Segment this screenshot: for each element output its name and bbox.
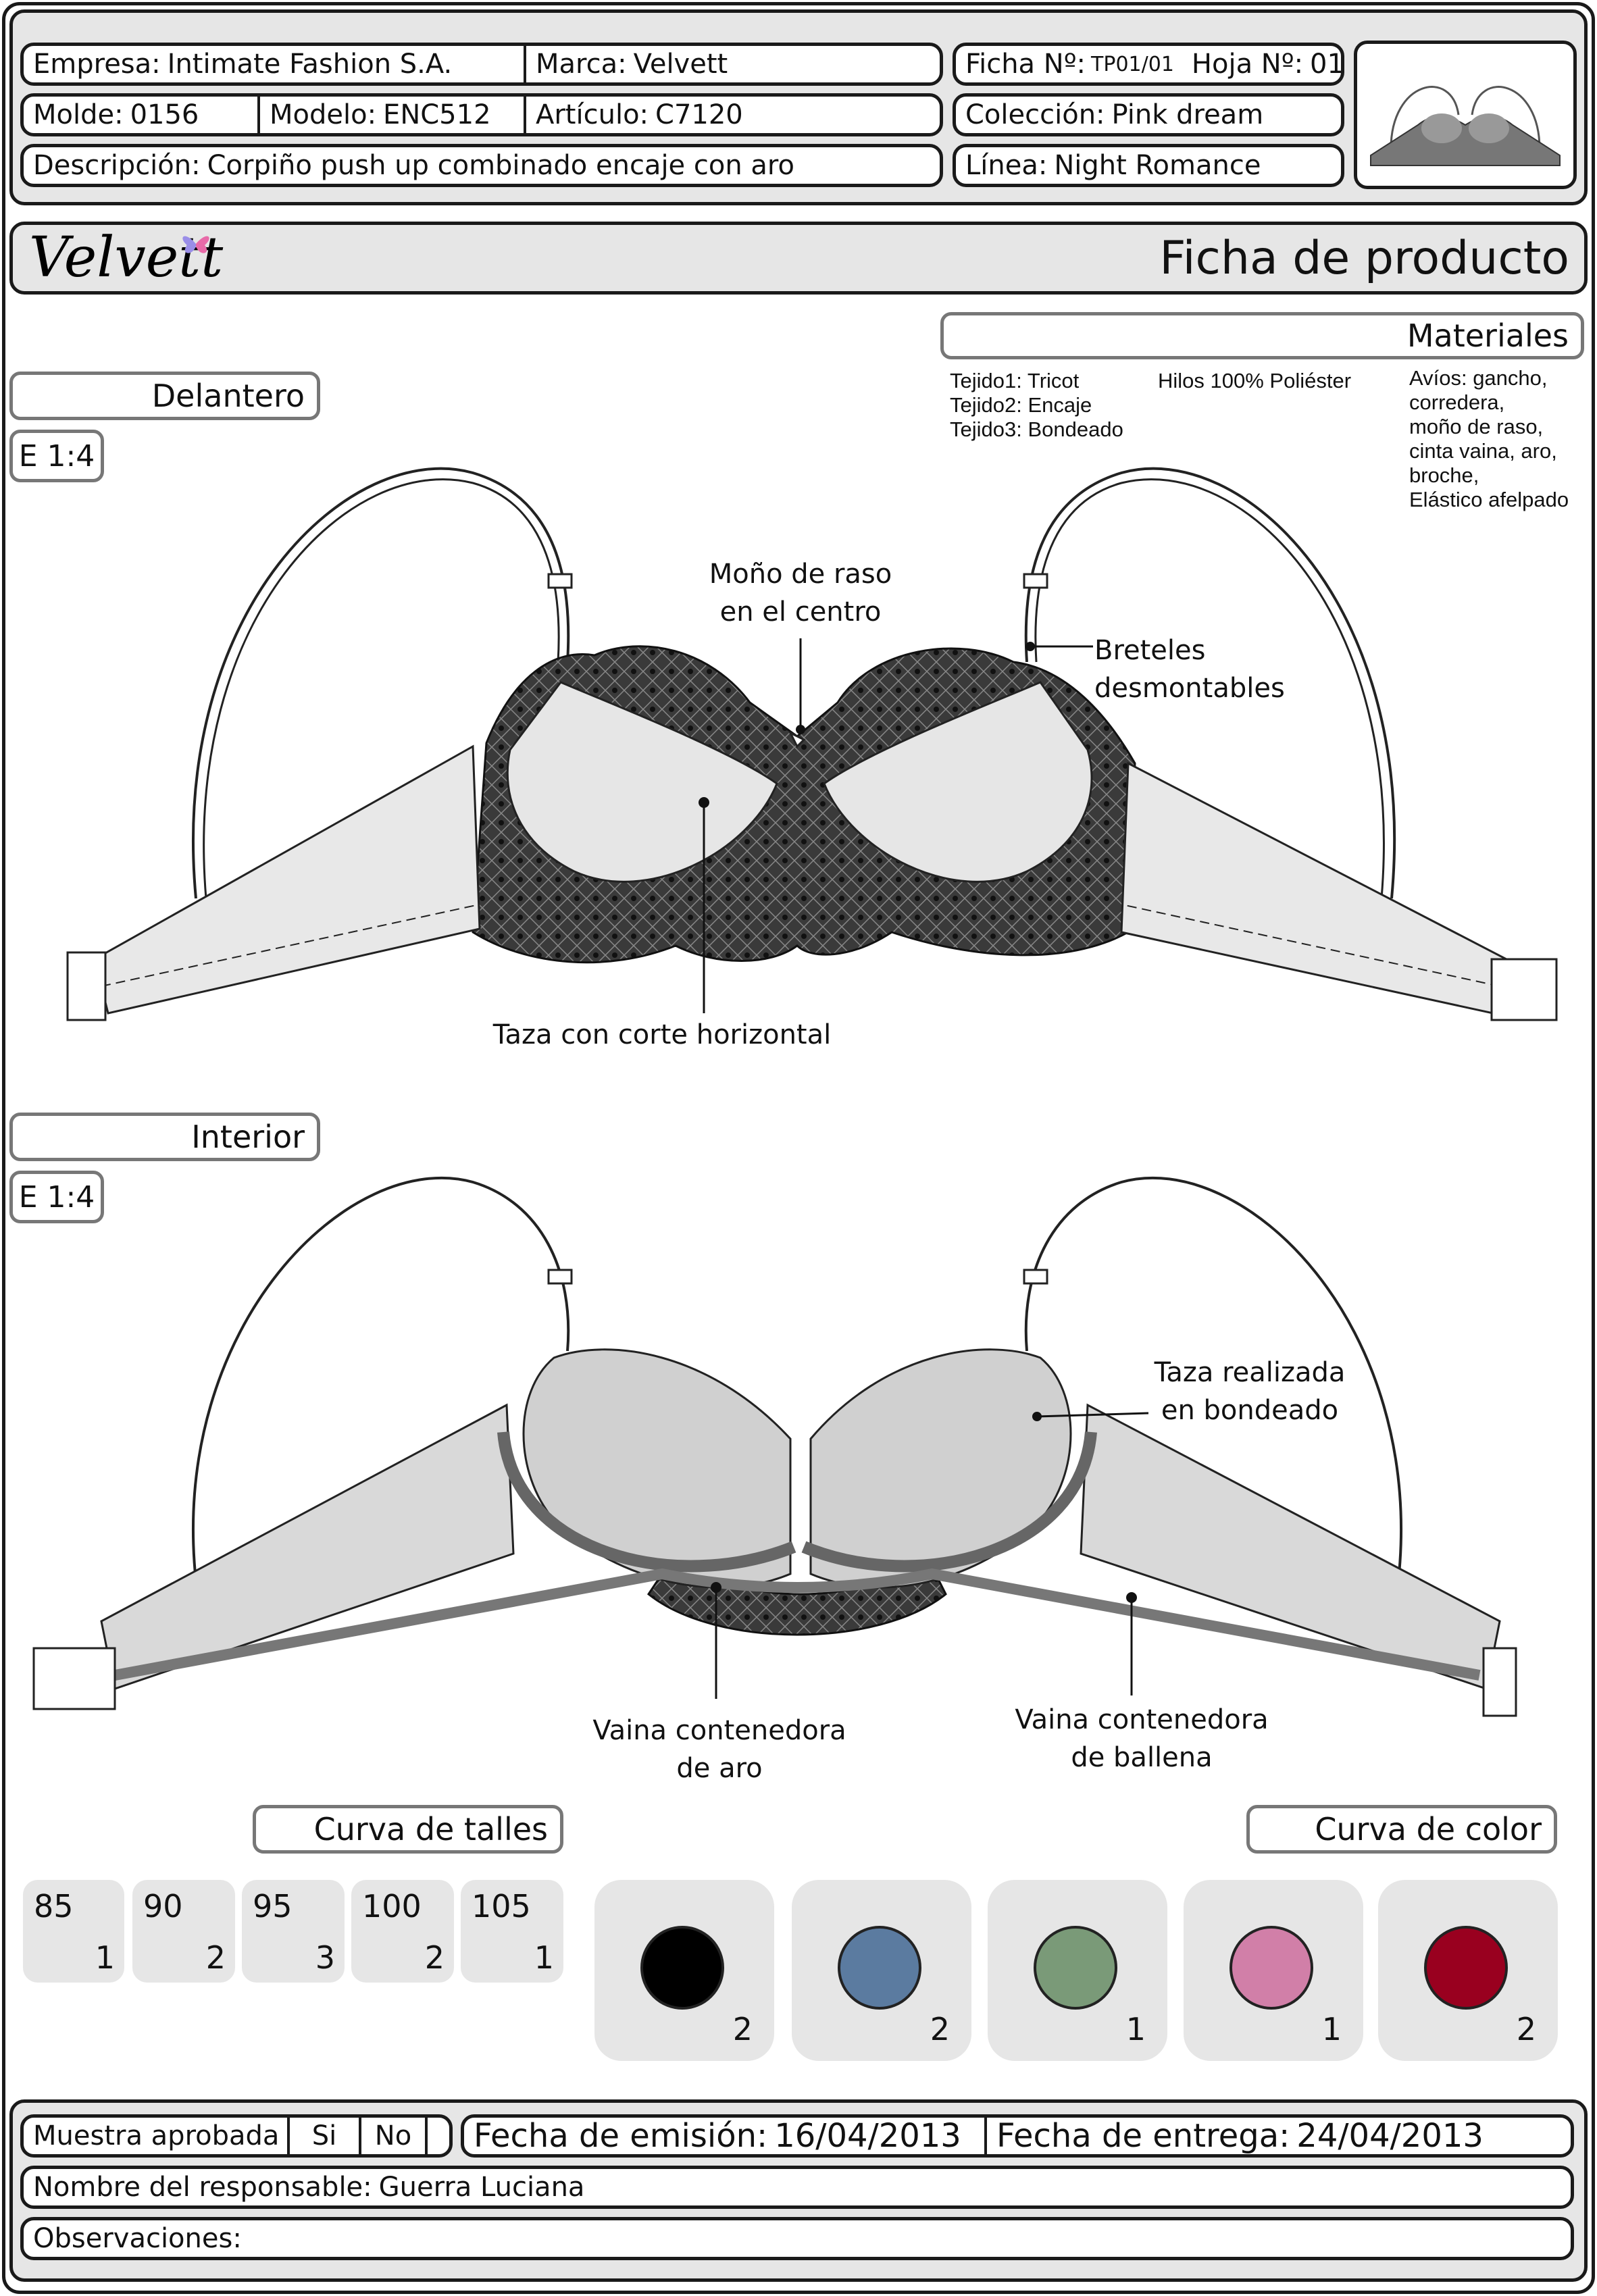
- molde-modelo-row: Molde:0156 Modelo:ENC512 Artículo:C7120: [20, 93, 943, 136]
- color-swatch-black: 2: [594, 1880, 774, 2061]
- delantero-scale: E 1:4: [9, 430, 104, 482]
- modelo-field: Modelo:ENC512: [257, 97, 524, 133]
- coleccion-row: Colección:Pink dream: [953, 93, 1344, 136]
- linea-field: Línea:Night Romance: [965, 150, 1261, 181]
- fechas-row: Fecha de emisión:16/04/2013 Fecha de ent…: [461, 2114, 1574, 2158]
- color-dot: [838, 1926, 921, 2010]
- responsable-field: Nombre del responsable:Guerra Luciana: [33, 2172, 585, 2203]
- fecha-emision-field: Fecha de emisión:16/04/2013: [474, 2117, 961, 2155]
- brand-bar: Velvett Ficha de producto: [9, 222, 1588, 295]
- articulo-field: Artículo:C7120: [524, 97, 940, 133]
- bra-thumbnail-icon: [1370, 86, 1561, 166]
- velvett-logo: Velvett: [29, 226, 224, 290]
- muestra-spacer: [425, 2118, 449, 2154]
- annotation-wire: Vaina contenedora de aro: [592, 1715, 846, 1784]
- materiales-header: Materiales: [940, 312, 1584, 359]
- color-dot: [1424, 1926, 1508, 2010]
- responsable-row: Nombre del responsable:Guerra Luciana: [20, 2166, 1574, 2209]
- annotation-interior-cup: Taza realizada en bondeado: [1154, 1357, 1346, 1426]
- color-dot: [640, 1926, 724, 2010]
- fecha-entrega-field: Fecha de entrega:24/04/2013: [984, 2118, 1571, 2154]
- si-checkbox[interactable]: Si: [287, 2118, 359, 2154]
- annotation-bow: Moño de raso en el centro: [709, 559, 892, 628]
- marca-field: Marca:Velvett: [524, 46, 940, 82]
- descripcion-row: Descripción:Corpiño push up combinado en…: [20, 144, 943, 187]
- coleccion-field: Colección:Pink dream: [965, 99, 1264, 130]
- tejido-3: Tejido3: Bondeado: [950, 417, 1123, 441]
- tejido-2: Tejido2: Encaje: [950, 393, 1092, 417]
- annotation-bone: Vaina contenedora de ballena: [1015, 1704, 1269, 1773]
- tejidos-list: Tejido1: Tricot Tejido2: Encaje Tejido3:…: [950, 369, 1166, 442]
- empresa-marca-row: Empresa:Intimate Fashion S.A. Marca:Velv…: [20, 43, 943, 86]
- empresa-field: Empresa:Intimate Fashion S.A.: [33, 49, 453, 80]
- delantero-header: Delantero: [9, 372, 320, 420]
- page-title: Ficha de producto: [1159, 231, 1569, 285]
- thumbnail-box: [1354, 41, 1577, 189]
- ficha-field: Ficha Nº:TP01/01 Hoja Nº:01: [965, 49, 1344, 80]
- interior-bra-drawing: [32, 1177, 1517, 1717]
- linea-row: Línea:Night Romance: [953, 144, 1344, 187]
- observaciones-field: Observaciones:: [33, 2223, 242, 2254]
- color-swatch-pink: 1: [1184, 1880, 1363, 2061]
- descripcion-field: Descripción:Corpiño push up combinado en…: [33, 150, 794, 181]
- no-checkbox[interactable]: No: [359, 2118, 425, 2154]
- color-swatch-blue: 2: [792, 1880, 971, 2061]
- color-swatch-red: 2: [1378, 1880, 1558, 2061]
- muestra-row: Muestra aprobada Si No: [20, 2114, 453, 2158]
- avios-list: Avíos: gancho, corredera, moño de raso, …: [1409, 366, 1569, 511]
- interior-scale: E 1:4: [9, 1171, 104, 1223]
- interior-header: Interior: [9, 1113, 320, 1161]
- annotation-straps: Breteles desmontables: [1094, 635, 1285, 704]
- curva-color-header: Curva de color: [1246, 1805, 1557, 1854]
- color-dot: [1034, 1926, 1117, 2010]
- muestra-label: Muestra aprobada: [33, 2120, 280, 2151]
- molde-field: Molde:0156: [33, 99, 199, 130]
- curva-talles-header: Curva de talles: [253, 1805, 563, 1854]
- color-swatch-green: 1: [988, 1880, 1167, 2061]
- tejido-1: Tejido1: Tricot: [950, 369, 1080, 392]
- observaciones-row: Observaciones:: [20, 2217, 1574, 2260]
- color-dot: [1230, 1926, 1313, 2010]
- hilos-text: Hilos 100% Poliéster: [1158, 369, 1352, 392]
- annotation-cup: Taza con corte horizontal: [492, 1019, 832, 1050]
- butterfly-icon: [182, 236, 209, 253]
- front-bra-drawing: [66, 467, 1558, 1021]
- ficha-hoja-row: Ficha Nº:TP01/01 Hoja Nº:01: [953, 43, 1344, 86]
